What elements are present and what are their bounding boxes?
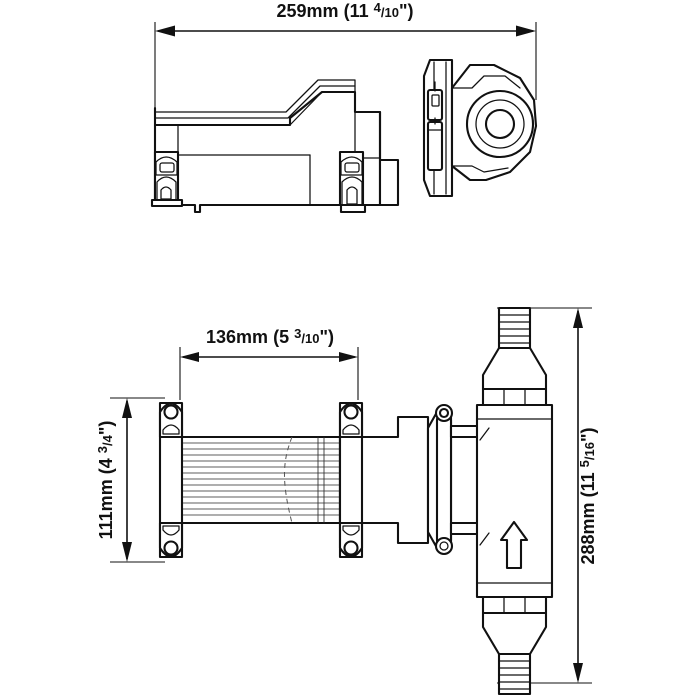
arrowhead-right xyxy=(516,25,536,37)
body-height-label: 111mm (4 3/4") xyxy=(95,421,116,540)
overall-length-label: 259mm (11 4/10") xyxy=(277,0,414,21)
mounting-width-mm: 136mm xyxy=(206,327,268,347)
arrowhead-top xyxy=(122,398,132,418)
arrowhead-bottom xyxy=(573,663,583,683)
arrowhead-bottom xyxy=(122,542,132,562)
mounting-width-close: ") xyxy=(319,327,334,347)
body-height-numerator: 3 xyxy=(95,446,110,453)
bolt-hole-bottom-right xyxy=(343,540,359,556)
overall-height-mm: 288mm xyxy=(578,502,598,564)
mounting-foot-bottom-left xyxy=(158,521,184,558)
overall-height-close: ") xyxy=(578,428,598,443)
barrel-edge-mark-top xyxy=(479,427,490,441)
hidden-internal-line xyxy=(284,436,293,524)
pump-head-collar-top xyxy=(481,387,548,407)
pump-head-chamfer-top xyxy=(451,75,521,89)
pump-head-chamfer-bottom xyxy=(451,165,509,173)
flange-bolt-hole-bottom xyxy=(434,536,454,556)
body-neck xyxy=(378,110,400,207)
mounting-width-numerator: 3 xyxy=(294,326,301,341)
overall-length-numerator: 4 xyxy=(374,0,382,15)
shroud-top-edge-2 xyxy=(154,79,356,113)
port-boss-inner-circle xyxy=(484,108,516,140)
mounting-width-imperial-whole: (5 xyxy=(273,327,289,347)
flange-bolt-hole-bottom-inner xyxy=(439,541,449,551)
overall-height-imperial-whole: (11 xyxy=(578,472,598,497)
mounting-width-label: 136mm (5 3/10") xyxy=(206,326,334,347)
mounting-width-denominator: 10 xyxy=(305,331,319,346)
overall-height-denominator: 16 xyxy=(582,442,597,456)
arrowhead-left xyxy=(155,25,175,37)
mounting-foot-left-elevation xyxy=(150,150,184,208)
mounting-foot-top-left xyxy=(158,402,184,439)
body-height-dimension: 111mm (4 3/4") xyxy=(95,397,165,563)
pump-head-collar-bottom xyxy=(481,595,548,615)
body-height-denominator: 4 xyxy=(100,434,115,442)
flange-connector-bottom xyxy=(449,521,482,536)
pump-head-assembly-plan xyxy=(475,306,554,696)
hose-barb-bottom xyxy=(497,652,532,696)
body-height-mm: 111mm xyxy=(96,479,116,539)
mounting-foot-top-right xyxy=(338,402,364,439)
body-height-imperial-whole: (4 xyxy=(96,458,116,474)
overall-length-mm: 259mm xyxy=(277,1,339,21)
body-height-close: ") xyxy=(96,421,116,436)
bolt-hole-bottom-left xyxy=(163,540,179,556)
flange-plate-band xyxy=(435,412,453,548)
port-boss-middle-circle xyxy=(475,99,525,149)
mounting-foot-middle-elevation xyxy=(338,150,367,214)
bolt-hole-top-right xyxy=(343,404,359,420)
flange-connector-top xyxy=(449,424,482,439)
shroud-top-edge-1 xyxy=(154,85,356,119)
motor-cooling-fins xyxy=(179,442,341,516)
shroud-top-edge-3 xyxy=(154,91,323,126)
flange-bolt-detail-top xyxy=(426,88,444,122)
arrowhead-right xyxy=(339,352,358,362)
mounting-foot-bottom-right xyxy=(338,521,364,558)
side-elevation-view xyxy=(150,58,538,214)
plan-view xyxy=(158,306,554,696)
hose-barb-top xyxy=(497,306,532,350)
overall-length-imperial-whole: (11 xyxy=(344,1,369,21)
motor-body-plan xyxy=(178,435,342,525)
overall-height-label: 288mm (11 5/16") xyxy=(577,428,598,565)
flange-bolt-hole-top-inner xyxy=(438,407,450,419)
overall-length-denominator: 10 xyxy=(384,5,398,20)
arrowhead-left xyxy=(180,352,199,362)
overall-height-numerator: 5 xyxy=(577,460,592,467)
bolt-hole-top-left xyxy=(163,404,179,420)
barrel-edge-mark-bottom xyxy=(479,532,490,546)
overall-height-dimension: 288mm (11 5/16") xyxy=(497,307,598,684)
overall-length-close: ") xyxy=(399,1,414,21)
flange-bolt-detail-bottom xyxy=(426,120,444,172)
overall-length-dimension: 259mm (11 4/10") xyxy=(154,0,537,108)
mounting-width-dimension: 136mm (5 3/10") xyxy=(179,326,359,400)
flow-direction-arrow xyxy=(499,520,529,570)
arrowhead-top xyxy=(573,308,583,328)
